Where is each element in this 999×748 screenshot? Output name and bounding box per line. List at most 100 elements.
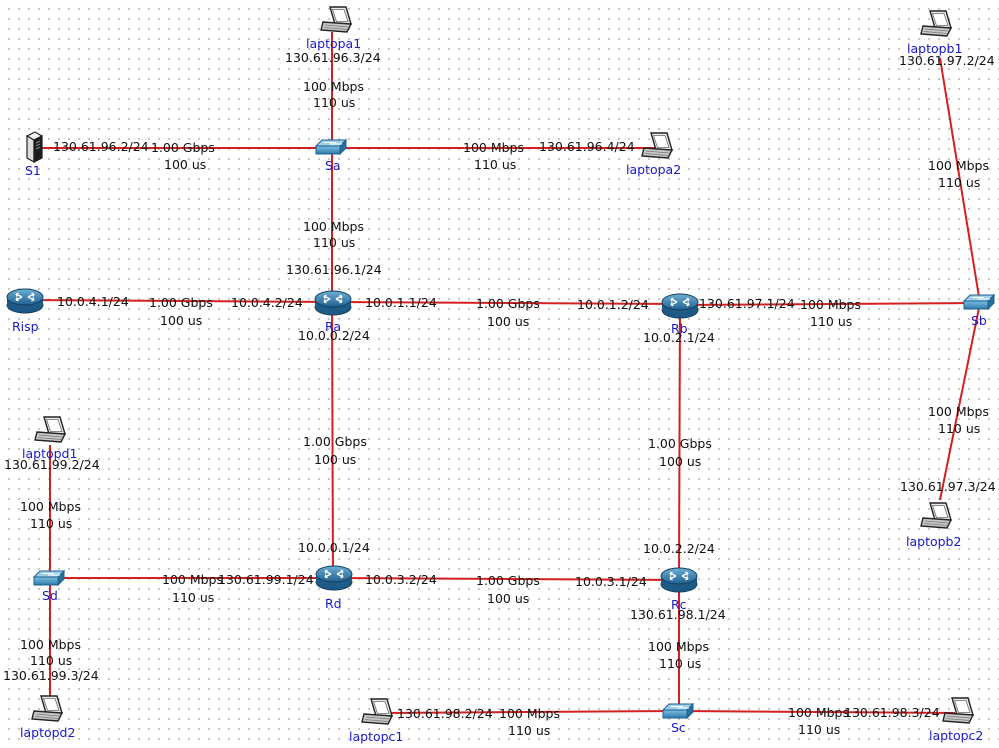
- ip-label: 10.0.0.2/24: [298, 328, 370, 343]
- ip-label: 10.0.4.2/24: [231, 295, 303, 310]
- ip-label: 130.61.98.2/24: [397, 706, 493, 721]
- server-s1-icon[interactable]: [26, 131, 43, 163]
- ip-label: 130.61.96.2/24: [53, 139, 149, 154]
- link-delay: 110 us: [30, 653, 72, 668]
- link-delay: 110 us: [938, 175, 980, 190]
- ip-label: 10.0.1.2/24: [577, 297, 649, 312]
- node-label-rd: Rd: [325, 596, 342, 611]
- router-rc-icon[interactable]: [660, 567, 698, 593]
- ip-label: 130.61.97.2/24: [899, 53, 995, 68]
- link-delay: 110 us: [810, 314, 852, 329]
- link-bandwidth: 1.00 Gbps: [476, 296, 540, 311]
- link-bandwidth: 100 Mbps: [648, 639, 709, 654]
- node-label-ra: Ra: [325, 319, 341, 334]
- ip-label: 10.0.1.1/24: [365, 295, 437, 310]
- link-bandwidth: 100 Mbps: [303, 79, 364, 94]
- link-bandwidth: 1.00 Gbps: [476, 573, 540, 588]
- laptop-a1-icon[interactable]: [320, 6, 352, 33]
- node-label-laptopc2: laptopc2: [929, 728, 983, 743]
- node-label-laptopd2: laptopd2: [20, 725, 75, 740]
- ip-label: 10.0.3.2/24: [365, 572, 437, 587]
- ip-label: 130.61.98.3/24: [844, 705, 940, 720]
- ip-label: 10.0.4.1/24: [57, 294, 129, 309]
- link-bandwidth: 100 Mbps: [499, 706, 560, 721]
- ip-label: 10.0.2.1/24: [643, 330, 715, 345]
- router-rd-icon[interactable]: [315, 565, 353, 591]
- switch-sb-icon[interactable]: [963, 294, 995, 310]
- link-bandwidth: 1.00 Gbps: [151, 140, 215, 155]
- link-ra-rd: [331, 301, 334, 579]
- ip-label: 130.61.96.4/24: [539, 139, 635, 154]
- link-delay: 110 us: [938, 421, 980, 436]
- ip-label: 130.61.99.1/24: [218, 572, 314, 587]
- node-label-s1: S1: [25, 163, 41, 178]
- laptop-b2-icon[interactable]: [920, 502, 952, 529]
- node-label-laptopa2: laptopa2: [626, 162, 681, 177]
- switch-sa-icon[interactable]: [315, 139, 347, 155]
- router-ra-icon[interactable]: [314, 290, 352, 316]
- link-delay: 100 us: [314, 452, 356, 467]
- link-bandwidth: 100 Mbps: [20, 499, 81, 514]
- link-bandwidth: 1.00 Gbps: [648, 436, 712, 451]
- ip-label: 130.61.97.3/24: [900, 479, 996, 494]
- link-sb-laptopb1: [939, 57, 981, 304]
- ip-label: 130.61.99.2/24: [4, 457, 100, 472]
- link-delay: 110 us: [508, 723, 550, 738]
- link-bandwidth: 1.00 Gbps: [303, 434, 367, 449]
- link-bandwidth: 1.00 Gbps: [149, 295, 213, 310]
- link-delay: 100 us: [164, 157, 206, 172]
- link-ra-rb: [331, 301, 681, 305]
- node-label-laptopc1: laptopc1: [349, 729, 403, 744]
- link-sc-laptopc2: [678, 710, 956, 714]
- link-delay: 110 us: [659, 656, 701, 671]
- laptop-a2-icon[interactable]: [641, 132, 673, 159]
- link-delay: 110 us: [313, 235, 355, 250]
- ip-label: 130.61.96.3/24: [285, 50, 381, 65]
- link-risp-ra: [24, 299, 333, 303]
- node-label-sa: Sa: [325, 158, 341, 173]
- link-bandwidth: 100 Mbps: [303, 219, 364, 234]
- ip-label: 10.0.3.1/24: [575, 574, 647, 589]
- ip-label: 130.61.97.1/24: [699, 296, 795, 311]
- laptop-d2-icon[interactable]: [31, 695, 63, 722]
- ip-label: 130.61.99.3/24: [3, 668, 99, 683]
- router-risp-icon[interactable]: [6, 288, 44, 314]
- switch-sc-icon[interactable]: [662, 703, 694, 719]
- link-delay: 100 us: [487, 591, 529, 606]
- node-label-laptopd1: laptopd1: [22, 446, 77, 461]
- node-label-laptopb2: laptopb2: [906, 534, 961, 549]
- link-delay: 100 us: [160, 313, 202, 328]
- router-rb-icon[interactable]: [661, 293, 699, 319]
- link-rd-rc: [332, 577, 680, 581]
- link-delay: 100 us: [659, 454, 701, 469]
- node-label-rc: Rc: [671, 597, 687, 612]
- address-labels: 130.61.96.3/24 130.61.96.2/24 130.61.96.…: [3, 50, 996, 721]
- node-label-laptopb1: laptopb1: [907, 41, 962, 56]
- node-label-sc: Sc: [671, 720, 686, 735]
- node-label-risp: Risp: [12, 319, 39, 334]
- link-delay: 110 us: [798, 722, 840, 737]
- node-label-laptopa1: laptopa1: [306, 36, 361, 51]
- ip-label: 10.0.0.1/24: [298, 540, 370, 555]
- laptop-b1-icon[interactable]: [920, 10, 952, 37]
- link-bandwidth: 100 Mbps: [20, 637, 81, 652]
- link-delay: 110 us: [30, 516, 72, 531]
- node-label-sd: Sd: [42, 588, 58, 603]
- laptop-c2-icon[interactable]: [942, 697, 974, 724]
- link-delay: 110 us: [313, 95, 355, 110]
- link-bandwidth: 100 Mbps: [463, 140, 524, 155]
- switch-sd-icon[interactable]: [33, 570, 65, 586]
- link-sb-laptopb2: [939, 302, 981, 501]
- laptop-d1-icon[interactable]: [34, 416, 66, 443]
- ip-label: 10.0.2.2/24: [643, 541, 715, 556]
- link-rb-rc: [678, 304, 681, 580]
- devices: [6, 6, 995, 725]
- link-delay: 110 us: [172, 590, 214, 605]
- link-rb-sb: [679, 302, 981, 306]
- link-bandwidth: 100 Mbps: [928, 404, 989, 419]
- link-delay: 110 us: [474, 157, 516, 172]
- link-bandwidth: 100 Mbps: [162, 572, 223, 587]
- laptop-c1-icon[interactable]: [361, 698, 393, 725]
- device-labels: S1 Sa Sb Sc Sd Risp Ra Rb Rc Rd laptopa1…: [12, 36, 987, 744]
- link-bandwidth: 100 Mbps: [800, 297, 861, 312]
